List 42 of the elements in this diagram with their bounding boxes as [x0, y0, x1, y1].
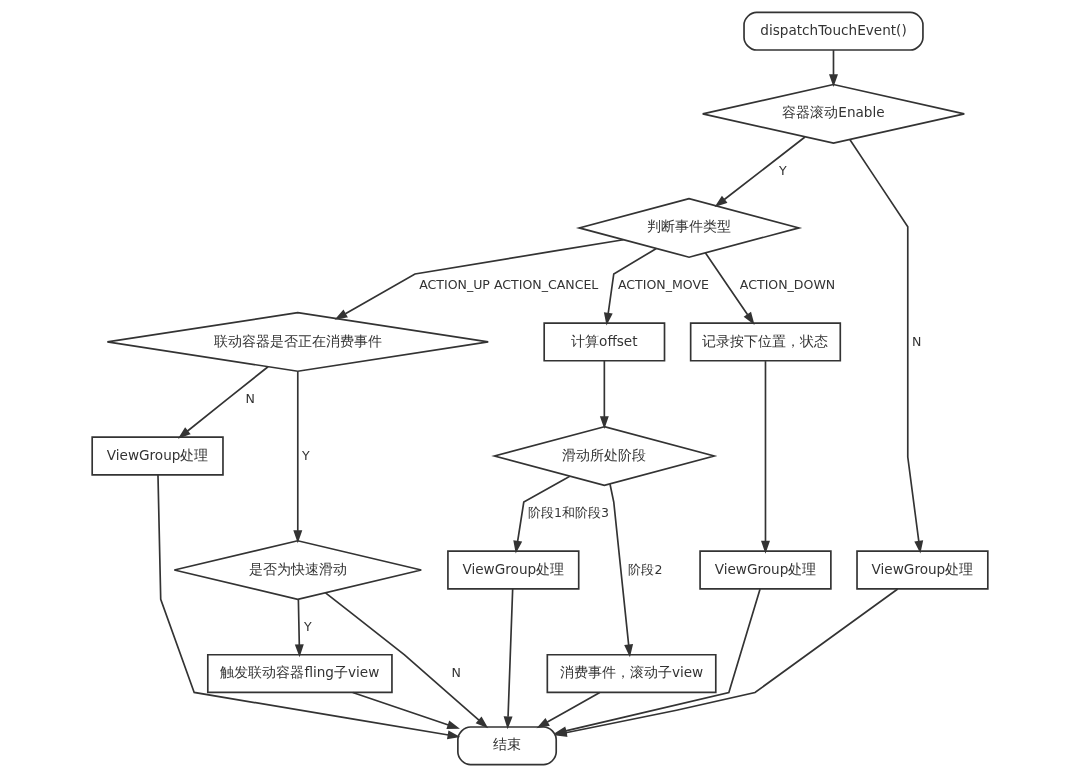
- arrow: [603, 247, 658, 326]
- edge-label: ACTION_MOVE: [617, 276, 709, 292]
- node-box: ViewGroup处理: [447, 550, 580, 590]
- arrow: [294, 598, 304, 658]
- node-box: 触发联动容器fling子view: [206, 653, 393, 694]
- arrow: [761, 360, 770, 554]
- node-diamond: 滑动所处阶段: [491, 425, 718, 487]
- node-diamond: 容器滚动Enable: [701, 83, 966, 144]
- edge-label: N: [911, 333, 922, 349]
- node-box: dispatchTouchEvent(): [743, 11, 924, 51]
- node-box: ViewGroup处理: [91, 436, 224, 476]
- node-box: 消费事件，滚动子view: [546, 653, 717, 694]
- arrow: [609, 483, 634, 658]
- arrow: [714, 136, 806, 208]
- arrow: [293, 370, 303, 544]
- edge-label: 阶段2: [628, 561, 663, 577]
- arrow: [599, 360, 609, 430]
- node-box: 计算offset: [543, 322, 666, 362]
- arrow: [704, 252, 755, 325]
- edge-label: N: [451, 665, 461, 681]
- arrow: [849, 138, 924, 554]
- arrow: [334, 238, 625, 320]
- edge-label: 阶段1和阶段3: [527, 504, 609, 520]
- edge-label: Y: [779, 162, 787, 178]
- node-diamond: 是否为快速滑动: [173, 539, 423, 601]
- arrow: [503, 588, 514, 730]
- node-box: 结束: [457, 726, 558, 766]
- node-box: 记录按下位置，状态: [689, 322, 842, 362]
- arrow: [324, 592, 489, 729]
- arrow: [351, 691, 460, 729]
- node-box: ViewGroup处理: [699, 550, 832, 590]
- arrow: [536, 691, 601, 729]
- node-box: ViewGroup处理: [856, 550, 989, 590]
- arrow: [829, 49, 838, 88]
- edge-label: N: [245, 390, 255, 406]
- edge-label: ACTION_UP ACTION_CANCEL: [419, 276, 599, 292]
- arrow: [177, 365, 269, 439]
- arrow: [513, 475, 571, 554]
- edge-label: ACTION_DOWN: [739, 276, 836, 292]
- arrow: [157, 474, 461, 740]
- edge-label: Y: [304, 618, 312, 634]
- edge-label: Y: [301, 447, 310, 463]
